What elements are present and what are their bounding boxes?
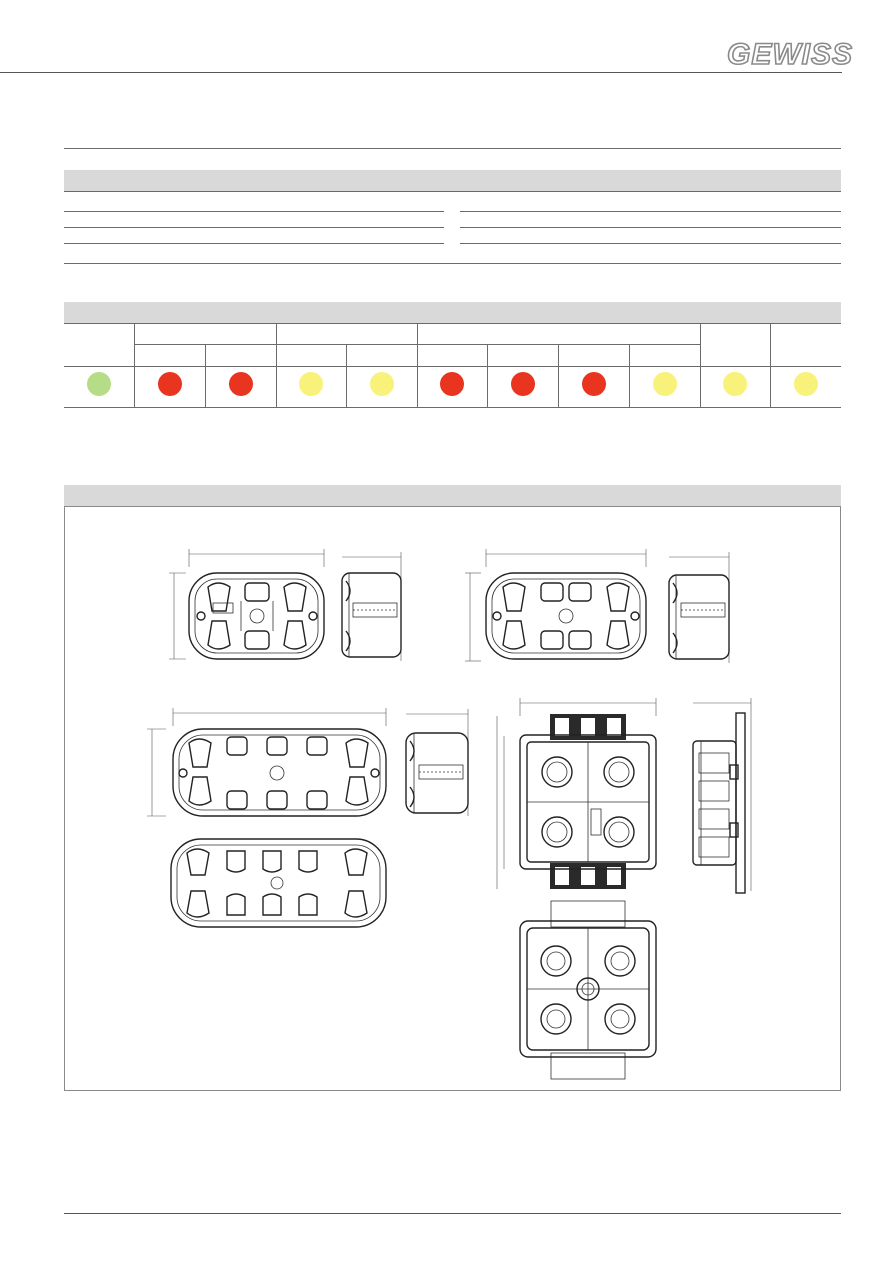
header-rule (0, 72, 842, 73)
matrix-col-divider (205, 344, 206, 407)
matrix-col-divider (134, 323, 135, 407)
four-gang-box-rear (170, 838, 387, 928)
drawings-header-band (64, 485, 841, 506)
section1-row-right-2 (460, 227, 841, 228)
two-gang-box-alt-front (465, 549, 647, 662)
section1-header-band (64, 170, 841, 191)
four-gang-box-front (147, 708, 387, 817)
section2-band-bottom (64, 323, 841, 324)
section1-row-left-2 (64, 227, 444, 228)
section2-bottom-rule (64, 407, 841, 408)
matrix-col-divider (629, 344, 630, 407)
two-gang-box-alt-side (668, 552, 730, 663)
rating-dot-red (440, 372, 464, 396)
section2-header-bottom (64, 366, 841, 367)
rating-dot-yellow (723, 372, 747, 396)
rating-dot-red (228, 372, 253, 396)
section1-top-rule (64, 148, 841, 149)
square-box-front (496, 698, 657, 889)
rating-dot-red (581, 372, 606, 396)
section1-row-left-1 (64, 211, 444, 212)
drawings-frame (64, 506, 841, 1091)
footer-rule (64, 1213, 841, 1214)
matrix-col-divider (558, 344, 559, 407)
section2-header-band (64, 302, 841, 323)
four-gang-box-side (405, 709, 469, 816)
section1-row-right-1 (460, 211, 841, 212)
technical-drawings (147, 549, 752, 1080)
square-box-rear (519, 900, 657, 1080)
two-gang-box-side (341, 552, 402, 661)
brand-logo: GEWISS (726, 37, 854, 72)
two-gang-box-front (169, 549, 325, 660)
rating-dot-green (87, 372, 111, 396)
section1-row-right-3 (460, 243, 841, 244)
matrix-col-divider (487, 344, 488, 407)
section1-band-bottom (64, 191, 841, 192)
rating-dot-red (157, 372, 182, 396)
matrix-col-divider (770, 323, 771, 407)
rating-dot-red (510, 372, 535, 396)
matrix-col-divider (700, 323, 701, 407)
section1-row-left-3 (64, 243, 444, 244)
matrix-col-divider (417, 323, 418, 407)
rating-dot-yellow (652, 372, 677, 396)
matrix-col-divider (276, 323, 277, 407)
rating-dot-yellow (299, 372, 323, 396)
matrix-col-divider (346, 344, 347, 407)
square-box-side (692, 698, 752, 894)
rating-dot-yellow (369, 372, 394, 396)
rating-dot-yellow (793, 372, 818, 396)
section1-bottom-rule (64, 263, 841, 264)
